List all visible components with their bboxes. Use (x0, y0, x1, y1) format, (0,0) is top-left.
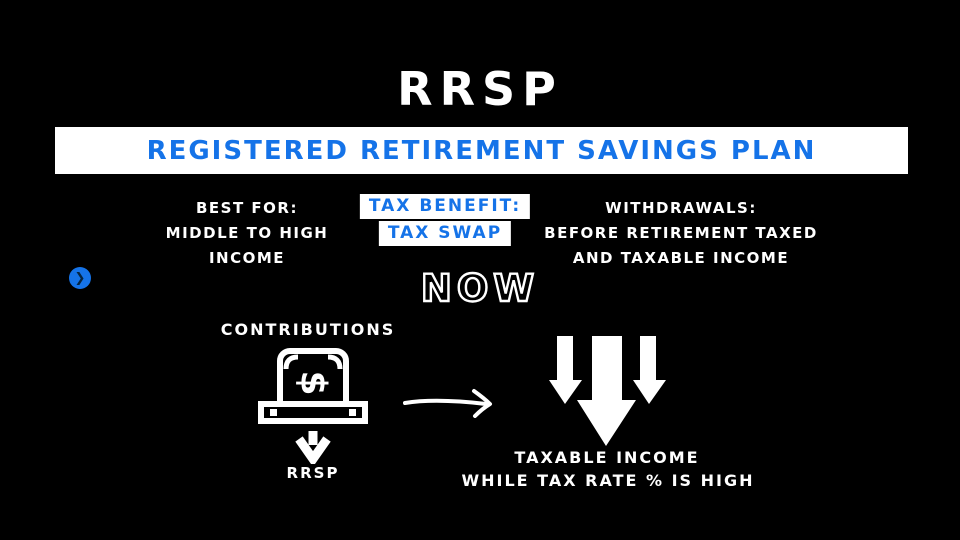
tax-benefit-block: TAX BENEFIT: TAX SWAP (359, 194, 531, 246)
withdrawals-line3: AND TAXABLE INCOME (572, 249, 790, 267)
triple-down-arrows-icon (549, 336, 666, 446)
flow-arrow-head (472, 389, 492, 418)
arrow-down-head (295, 436, 331, 464)
now-label: NOW (420, 266, 539, 311)
banknote-deposit-icon: $ (258, 348, 368, 424)
best-for-block: BEST FOR: MIDDLE TO HIGH INCOME (166, 196, 329, 271)
best-for-line2: MIDDLE TO HIGH (165, 224, 329, 242)
rrsp-box-label: RRSP (286, 464, 340, 482)
now-label-text: NOW (421, 267, 539, 310)
withdrawals-line1: WITHDRAWALS: (605, 199, 757, 217)
deposit-slot (258, 401, 368, 424)
down-arrow-small-right (633, 336, 666, 404)
tax-swap-label: TAX SWAP (378, 221, 512, 246)
slot-hole-left (270, 409, 277, 416)
banknote-corner-left (283, 354, 299, 370)
taxable-income-line1: TAXABLE INCOME (514, 448, 700, 467)
best-for-line1: BEST FOR: (196, 199, 298, 217)
subtitle-banner-text: REGISTERED RETIREMENT SAVINGS PLAN (146, 135, 817, 166)
chevron-right-glyph: ❯ (74, 270, 86, 286)
down-arrow-large-center (577, 336, 636, 446)
banknote-corner-right (327, 354, 343, 370)
best-for-line3: INCOME (208, 249, 286, 267)
flow-arrow-line (403, 398, 488, 406)
slot-hole-right (349, 409, 356, 416)
chevron-right-icon: ❯ (69, 267, 91, 289)
curved-arrow-right-icon (403, 389, 492, 418)
withdrawals-block: WITHDRAWALS: BEFORE RETIREMENT TAXED AND… (544, 196, 818, 271)
page-title: RRSP (397, 62, 563, 116)
subtitle-banner: REGISTERED RETIREMENT SAVINGS PLAN (55, 127, 908, 174)
contributions-label: CONTRIBUTIONS (220, 320, 396, 339)
down-arrow-small-left (549, 336, 582, 404)
arrow-down-icon (295, 431, 331, 464)
tax-benefit-label: TAX BENEFIT: (359, 194, 531, 219)
taxable-income-line2: WHILE TAX RATE % IS HIGH (461, 471, 755, 490)
dollar-sign: $ (293, 370, 334, 395)
withdrawals-line2: BEFORE RETIREMENT TAXED (544, 224, 818, 242)
